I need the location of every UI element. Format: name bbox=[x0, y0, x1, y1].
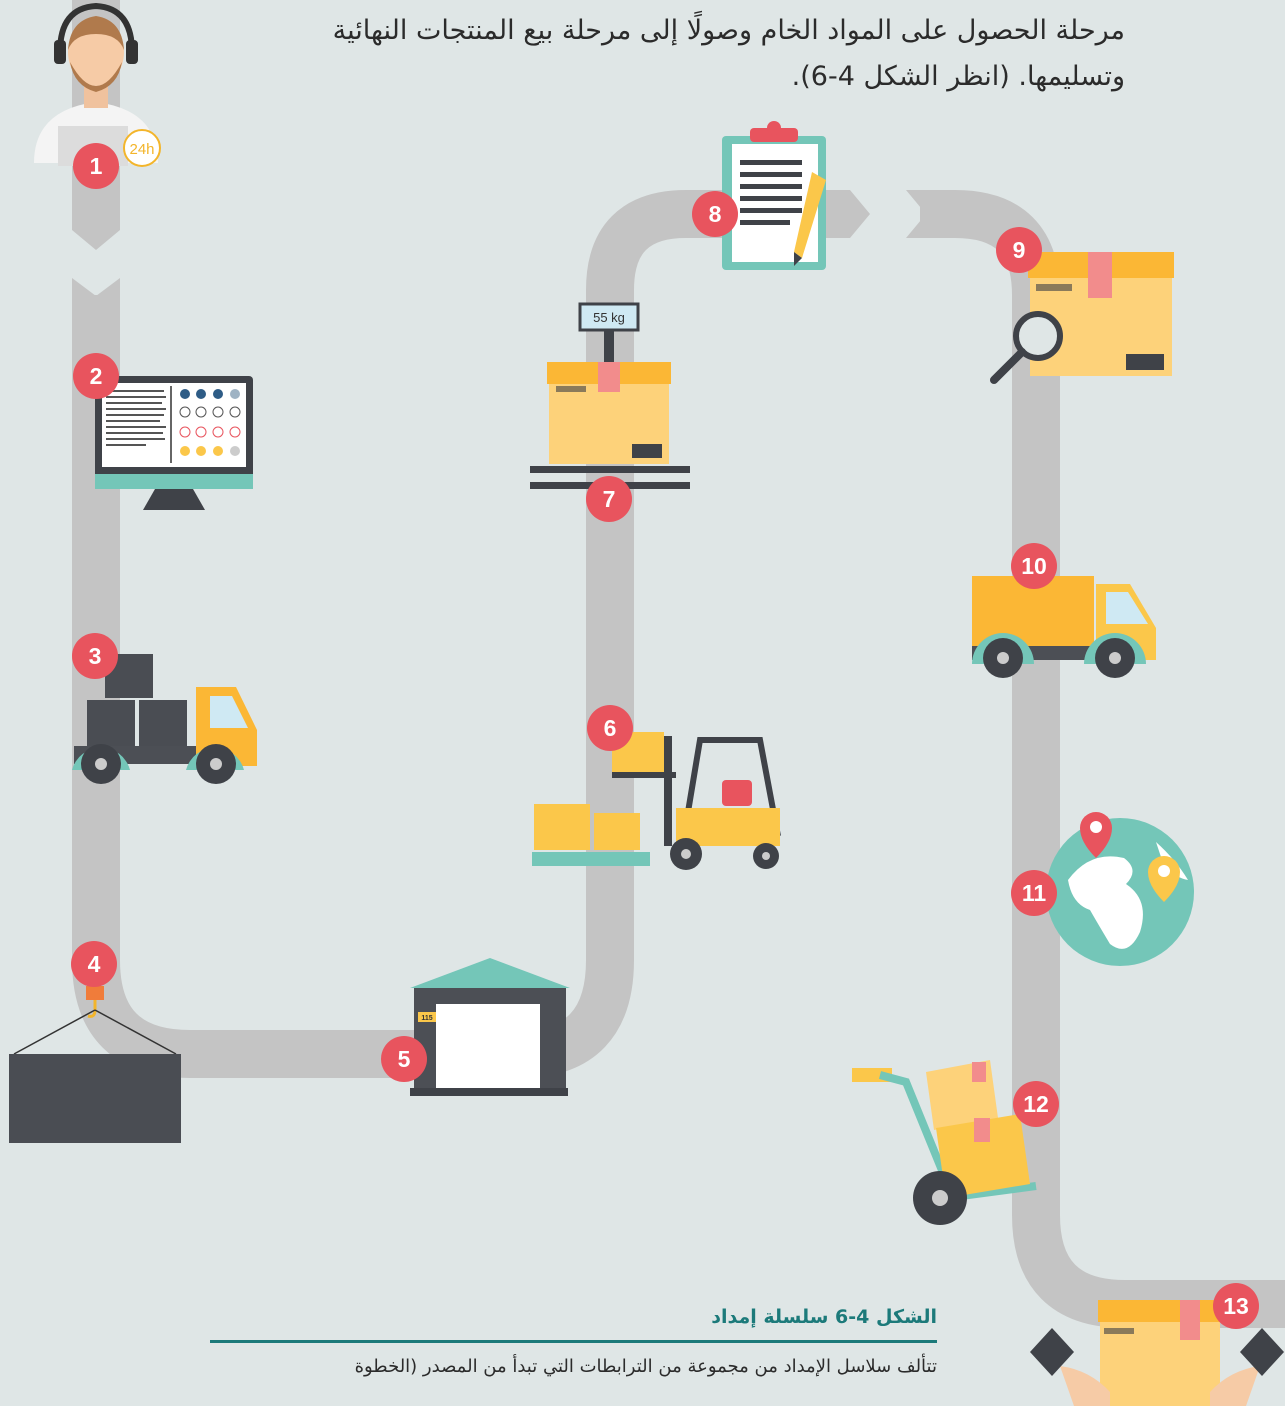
road-notch-right bbox=[906, 190, 930, 238]
body-paragraph: تتألف سلاسل الإمداد من مجموعة من الترابط… bbox=[354, 1356, 937, 1377]
step-badge-7: 7 bbox=[586, 476, 632, 522]
step-badge-1: 1 bbox=[73, 143, 119, 189]
road-arrow-down bbox=[72, 230, 120, 250]
road-segment-3 bbox=[920, 190, 1285, 1328]
road-arrow-right bbox=[850, 190, 870, 238]
scale-label: 55 kg bbox=[593, 310, 625, 325]
step-badge-4: 4 bbox=[71, 941, 117, 987]
box-handover-icon bbox=[1030, 1300, 1284, 1406]
step-number: 6 bbox=[604, 715, 617, 741]
step-number: 1 bbox=[90, 153, 103, 179]
step-badge-2: 2 bbox=[73, 353, 119, 399]
step-badge-5: 5 bbox=[381, 1036, 427, 1082]
step-number: 8 bbox=[709, 201, 722, 227]
box-inspection-icon bbox=[990, 252, 1174, 384]
step-badge-6: 6 bbox=[587, 705, 633, 751]
step-number: 3 bbox=[89, 643, 102, 669]
intro-line-2: وتسليمها. (انظر الشكل 4-6). bbox=[791, 61, 1125, 92]
step-number: 12 bbox=[1023, 1091, 1049, 1117]
step-number: 13 bbox=[1223, 1293, 1249, 1319]
caption-divider bbox=[210, 1340, 937, 1343]
clipboard-checklist-icon bbox=[722, 121, 826, 270]
step-number: 9 bbox=[1013, 237, 1026, 263]
forklift-icon bbox=[532, 732, 781, 870]
warehouse-icon: 115 bbox=[410, 958, 570, 1096]
customer-service-agent-icon: 24h bbox=[34, 2, 161, 167]
step-number: 4 bbox=[88, 951, 101, 977]
step-badge-13: 13 bbox=[1213, 1283, 1259, 1329]
delivery-truck-icon bbox=[972, 576, 1156, 678]
step-number: 5 bbox=[398, 1046, 411, 1072]
figure-caption: الشكل 4-6 سلسلة إمداد bbox=[711, 1306, 937, 1328]
road-segment-2 bbox=[72, 190, 850, 1078]
step-badge-12: 12 bbox=[1013, 1081, 1059, 1127]
step-badge-11: 11 bbox=[1011, 870, 1057, 916]
intro-paragraph: مرحلة الحصول على المواد الخام وصولًا إلى… bbox=[125, 8, 1125, 100]
clock-label: 24h bbox=[129, 141, 154, 158]
road-notch bbox=[72, 278, 120, 296]
crane-container-icon bbox=[9, 986, 181, 1143]
warehouse-label: 115 bbox=[421, 1015, 432, 1022]
step-badge-10: 10 bbox=[1011, 543, 1057, 589]
intro-line-1: مرحلة الحصول على المواد الخام وصولًا إلى… bbox=[332, 15, 1125, 46]
hand-truck-icon bbox=[852, 1060, 1037, 1225]
step-number: 11 bbox=[1022, 880, 1047, 906]
step-number: 10 bbox=[1021, 553, 1047, 579]
monitor-icon bbox=[95, 376, 253, 510]
weighing-scale-icon: 55 kg bbox=[530, 302, 690, 489]
step-badge-3: 3 bbox=[72, 633, 118, 679]
step-badge-8: 8 bbox=[692, 191, 738, 237]
step-badge-9: 9 bbox=[996, 227, 1042, 273]
globe-icon bbox=[1046, 812, 1194, 966]
step-number: 2 bbox=[90, 363, 103, 389]
step-number: 7 bbox=[603, 486, 616, 512]
